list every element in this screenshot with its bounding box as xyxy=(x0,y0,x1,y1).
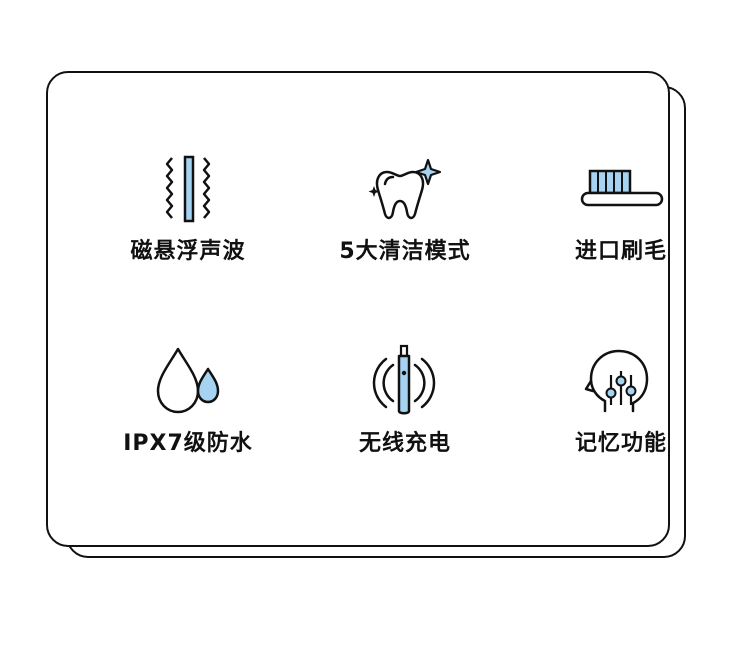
wireless-charging-icon xyxy=(360,344,450,417)
feature-label: 进口刷毛 xyxy=(574,239,667,264)
feature-waterproof: IPX7级防水 xyxy=(88,345,288,475)
feature-memory: 记忆功能 xyxy=(521,345,721,475)
feature-label: 5大清洁模式 xyxy=(339,239,471,264)
feature-wireless-charging: 无线充电 xyxy=(305,344,505,475)
sparkling-tooth-icon xyxy=(360,153,450,225)
feature-label: 磁悬浮声波 xyxy=(130,239,246,264)
feature-bristles: 进口刷毛 xyxy=(521,153,721,283)
feature-label: 无线充电 xyxy=(358,431,451,456)
feature-label: IPX7级防水 xyxy=(123,431,253,456)
memory-head-icon xyxy=(576,345,666,417)
sound-wave-icon xyxy=(143,153,233,225)
feature-label: 记忆功能 xyxy=(574,431,667,456)
feature-sonic: 磁悬浮声波 xyxy=(88,153,288,283)
brush-head-icon xyxy=(576,153,666,225)
water-drop-icon xyxy=(143,345,233,417)
feature-clean-modes: 5大清洁模式 xyxy=(305,153,505,283)
feature-card: 磁悬浮声波 5大清洁模式 进口刷毛 xyxy=(46,71,670,547)
